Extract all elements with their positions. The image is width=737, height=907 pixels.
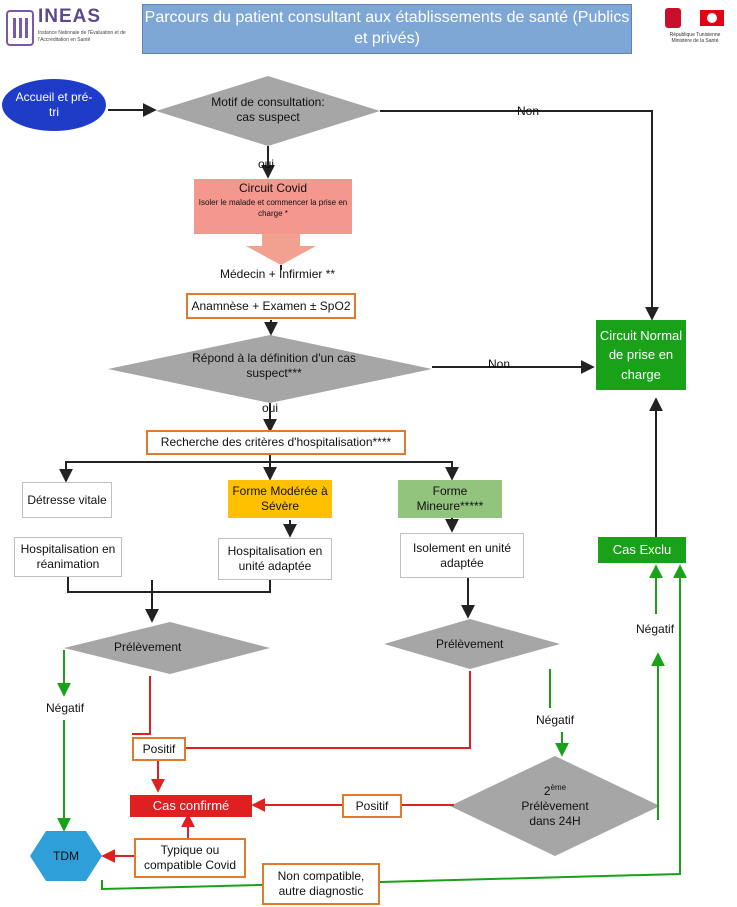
prelevement-right-label: Prélèvement (436, 637, 504, 651)
prelevement-left-label: Prélèvement (114, 640, 182, 654)
hosp-unite-box: Hospitalisation en unité adaptée (218, 538, 332, 580)
cas-confirme-box: Cas confirmé (130, 795, 252, 817)
hosp-rea-box: Hospitalisation en réanimation (14, 537, 122, 577)
accueil-label: Accueil et pré-tri (15, 90, 93, 119)
tdm-hexagon (30, 831, 102, 881)
non-label-mid: Non (488, 357, 511, 371)
negatif-label-right: Négatif (536, 713, 575, 727)
repond-label: Répond à la définition d'un cas suspect*… (192, 351, 356, 380)
positif-mid-box: Positif (342, 794, 402, 818)
circuit-covid-desc: Isoler le malade et commencer la prise e… (198, 198, 348, 218)
motif-diamond (156, 76, 380, 146)
ineas-logo-mark (6, 10, 34, 46)
forme-moderee-box: Forme Modérée à Sévère (228, 480, 332, 518)
medecin-label: Médecin + Infirmier ** (220, 267, 336, 281)
covid-down-arrow (246, 234, 316, 265)
logo-subtitle: Instance Nationale de l'Évaluation et de… (38, 30, 126, 43)
second-prelevement-label: 2ème Prélèvement dans 24H (495, 780, 615, 832)
non-compatible-box: Non compatible, autre diagnostic (262, 863, 380, 905)
oui-label-top: oui (258, 157, 275, 171)
non-label-top: Non (517, 104, 540, 118)
second-prelevement-diamond (450, 756, 660, 856)
prelevement-left-diamond (64, 622, 270, 674)
logo-text: INEAS (38, 6, 102, 27)
ministry-logo: République Tunisienne Ministère de la Sa… (660, 6, 730, 44)
isolement-box: Isolement en unité adaptée (400, 533, 524, 578)
seal-icon (665, 8, 681, 28)
circuit-covid-title: Circuit Covid (238, 181, 307, 195)
typique-box: Typique ou compatible Covid (134, 838, 246, 878)
prelevement-right-diamond (384, 619, 560, 669)
circuit-covid-box: Circuit Covid Isoler le malade et commen… (194, 179, 352, 234)
second-prelevement-ordinal: 2ème (543, 783, 567, 798)
circuit-normal-box: Circuit Normal de prise en charge (596, 320, 686, 390)
tdm-label: TDM (53, 848, 79, 863)
positif-top-box: Positif (132, 737, 186, 761)
page-title: Parcours du patient consultant aux établ… (142, 4, 632, 54)
accueil-oval (2, 79, 106, 131)
forme-mineure-box: Forme Mineure***** (398, 480, 502, 518)
flag-icon (700, 10, 724, 26)
detresse-box: Détresse vitale (22, 482, 112, 518)
motif-label: Motif de consultation: cas suspect (211, 95, 325, 124)
negatif-label-left: Négatif (46, 701, 85, 715)
cas-exclu-box: Cas Exclu (598, 537, 686, 563)
oui-label-mid: oui (262, 401, 279, 415)
recherche-box: Recherche des critères d'hospitalisation… (146, 430, 406, 455)
ineas-logo: INEAS Instance Nationale de l'Évaluation… (6, 6, 132, 50)
second-prelevement-text: Prélèvement dans 24H (521, 799, 589, 828)
ministry-text: République Tunisienne Ministère de la Sa… (669, 32, 721, 44)
negatif-label-right-top: Négatif (636, 622, 675, 636)
repond-diamond (108, 335, 432, 403)
anamnese-box: Anamnèse + Examen ± SpO2 (186, 293, 356, 319)
